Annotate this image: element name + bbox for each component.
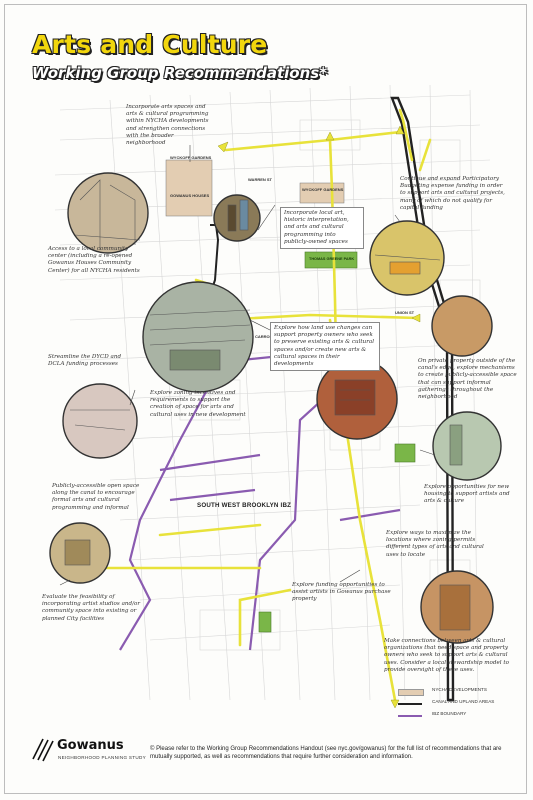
legend-item-ibz: IBZ BOUNDARY	[398, 710, 508, 722]
annotation-city-facilities: Evaluate the feasibility of incorporatin…	[42, 594, 141, 622]
label-ibz: SOUTH WEST BROOKLYN IBZ	[197, 502, 292, 509]
annotation-zoning-locations: Explore ways to maximize the locations w…	[386, 530, 484, 558]
legend-swatch-ibz	[398, 715, 422, 717]
legend-label: CANAL AND UPLAND AREAS	[432, 699, 495, 704]
legend-item-canal: CANAL AND UPLAND AREAS	[398, 698, 508, 710]
annotation-public-spaces: Incorporate local art, historic interpre…	[280, 207, 364, 250]
footnote: © Please refer to the Working Group Reco…	[150, 746, 502, 760]
photo-gathering	[431, 295, 493, 357]
legend-label: NYCHA DEVELOPMENTS	[432, 687, 487, 692]
photo-public-art	[213, 194, 261, 242]
annotation-private-property: On private property outside of the canal…	[418, 358, 517, 401]
label-wyckoff: WYCKOFF GARDENS	[170, 155, 212, 160]
nycha-wyckoff-gardens	[165, 159, 213, 217]
legend-swatch-canal	[398, 703, 422, 705]
photo-canal-crowd	[62, 383, 138, 459]
legend-swatch-nycha	[398, 689, 424, 696]
photo-building-aerial	[142, 281, 254, 393]
annotation-canal-open-space: Publicly-accessible open space along the…	[52, 483, 140, 511]
photo-plaza	[369, 220, 445, 296]
label-thomas-greene: THOMAS GREENE PARK	[309, 257, 355, 261]
leader-lines	[59, 145, 436, 586]
annotation-connections: Make connections between arts & cultural…	[384, 638, 509, 673]
gowanus-logo-icon	[32, 738, 54, 762]
canal-line	[390, 96, 455, 702]
map-legend: NYCHA DEVELOPMENTS CANAL AND UPLAND AREA…	[398, 686, 508, 722]
annotation-participatory-budgeting: Continue and expand Participatory Budget…	[400, 176, 505, 211]
annotation-funding-opportunities: Explore funding opportunities to assist …	[292, 582, 391, 603]
annotation-zoning-incentives: Explore zoning incentives and requiremen…	[150, 390, 246, 418]
photo-sketch-details	[64, 179, 471, 631]
label-warren-st: WARREN ST	[248, 177, 272, 182]
legend-label: IBZ BOUNDARY	[432, 711, 467, 716]
logo-subtitle: NEIGHBORHOOD PLANNING STUDY	[58, 755, 146, 760]
label-warren-gardens: WYCKOFF GARDENS	[302, 187, 344, 192]
annotation-nycha-arts: Incorporate arts spaces and arts & cultu…	[126, 104, 209, 147]
annotation-dycd-dcla: Streamline the DYCD and DCLA funding pro…	[48, 354, 122, 368]
annotation-community-center: Access to a local community center (incl…	[48, 246, 140, 274]
label-union-st: UNION ST	[395, 310, 415, 315]
page-subtitle: Working Group Recommendations*	[32, 64, 328, 82]
photo-circles	[49, 172, 502, 644]
annotation-land-use: Explore how land use changes can support…	[270, 322, 380, 372]
legend-item-nycha: NYCHA DEVELOPMENTS	[398, 686, 508, 698]
photo-streetscape	[432, 411, 502, 481]
label-gowanus-houses: GOWANUS HOUSES	[170, 193, 210, 198]
logo-name: Gowanus	[57, 738, 124, 753]
label-carroll-st: CARROLL ST	[255, 334, 281, 339]
annotation-artist-housing: Explore opportunities for new housing to…	[424, 484, 510, 505]
park-bottom	[258, 611, 272, 633]
poster-frame	[4, 4, 527, 794]
photo-nycha-street	[67, 172, 149, 254]
thomas-greene-park	[304, 251, 358, 269]
page-title: Arts and Culture	[32, 30, 268, 59]
park-right	[394, 443, 416, 463]
